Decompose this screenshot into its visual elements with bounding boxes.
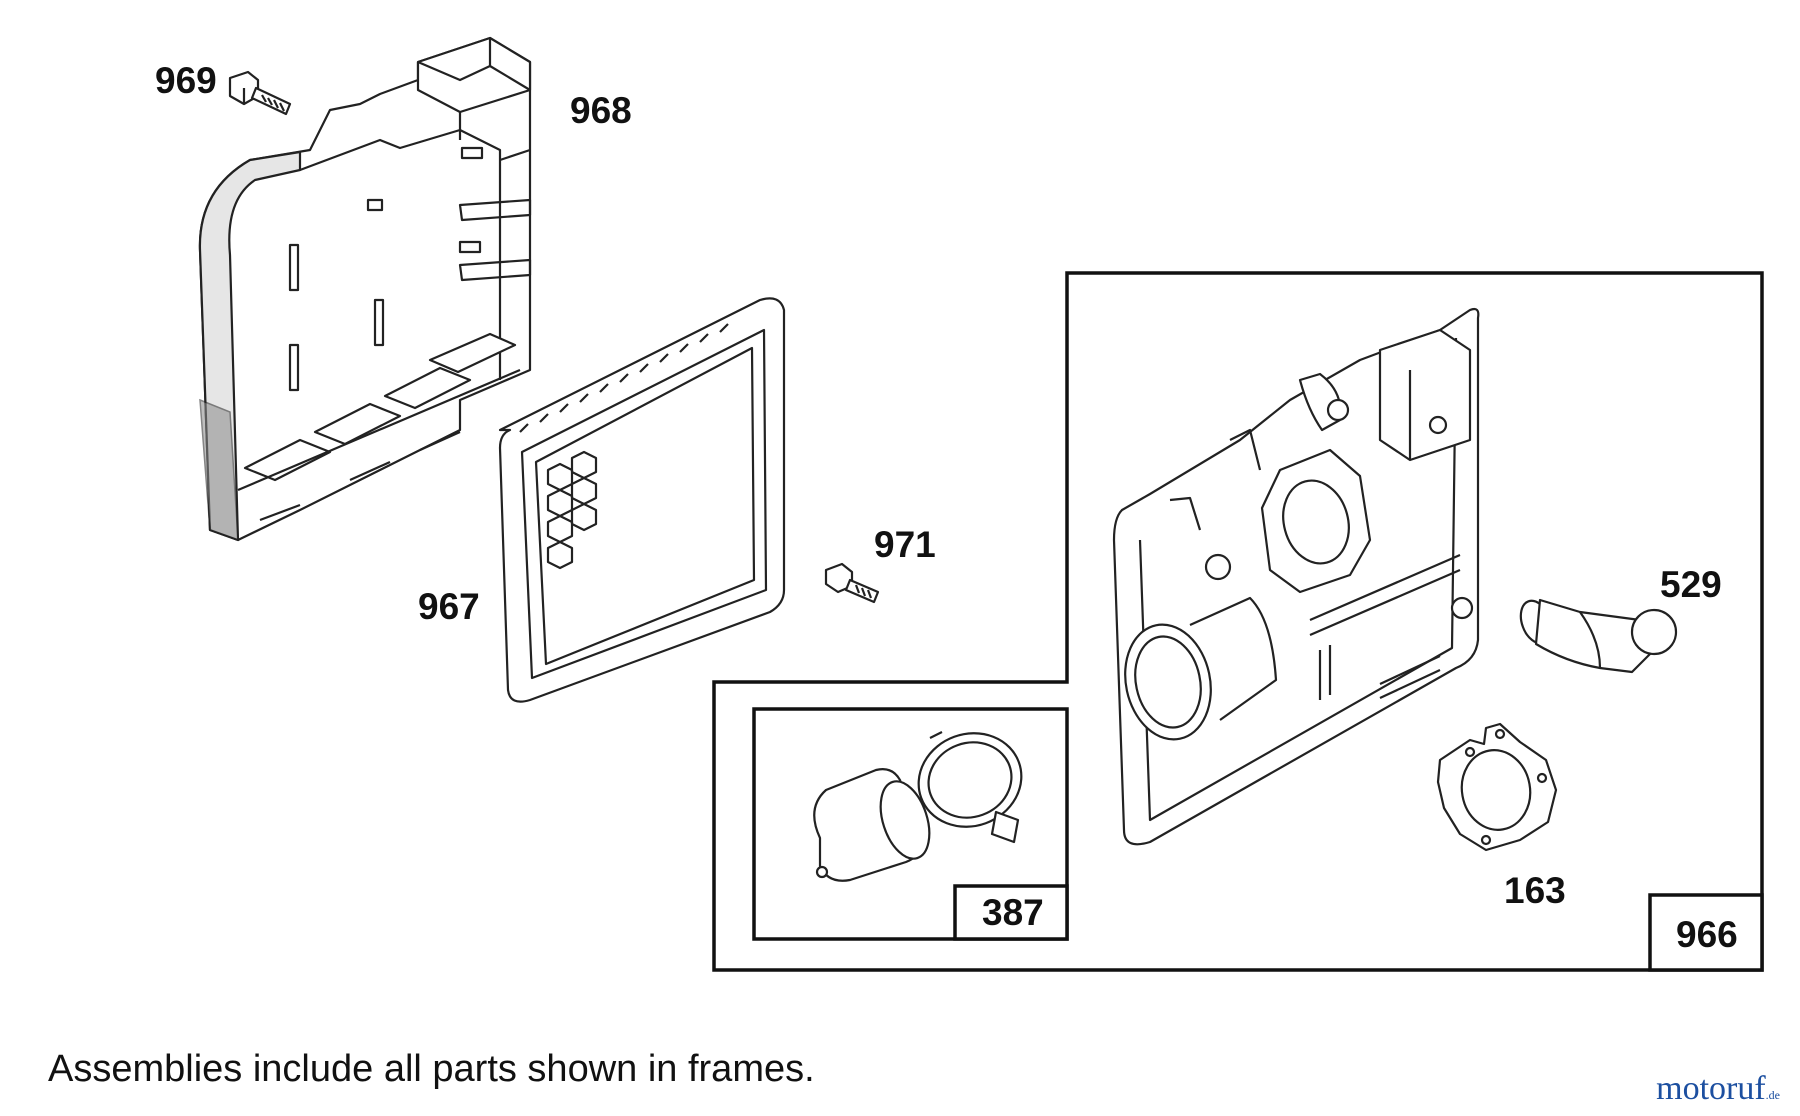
label-969: 969 bbox=[155, 60, 217, 101]
cover-968-drawing bbox=[198, 36, 532, 542]
filter-967-drawing bbox=[498, 297, 786, 703]
assembly-frames bbox=[712, 271, 1764, 972]
gasket-163-drawing bbox=[1436, 722, 1558, 852]
label-968: 968 bbox=[570, 90, 632, 131]
label-529: 529 bbox=[1660, 564, 1722, 605]
assembly-966-drawing bbox=[1112, 307, 1480, 846]
watermark-logo: motoruf.de bbox=[1656, 1070, 1780, 1108]
label-967: 967 bbox=[418, 586, 480, 627]
label-966: 966 bbox=[1676, 914, 1738, 955]
footnote: Assemblies include all parts shown in fr… bbox=[48, 1048, 815, 1090]
watermark-suffix: .de bbox=[1765, 1088, 1780, 1102]
screw-971-drawing bbox=[824, 562, 880, 604]
label-387: 387 bbox=[982, 892, 1044, 933]
screw-969-drawing bbox=[228, 70, 292, 116]
watermark-text: motoruf bbox=[1656, 1070, 1766, 1107]
tube-529-drawing bbox=[1519, 598, 1678, 674]
assembly-387-drawing bbox=[813, 731, 1023, 882]
label-971: 971 bbox=[874, 524, 936, 565]
label-163: 163 bbox=[1504, 870, 1566, 911]
